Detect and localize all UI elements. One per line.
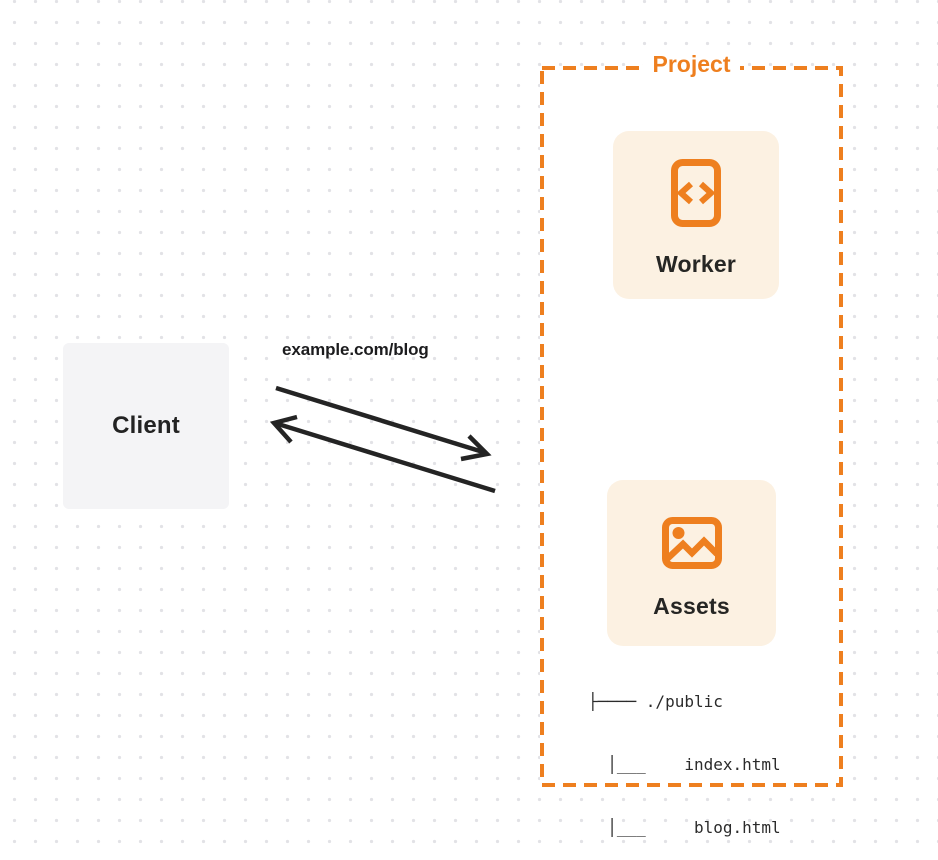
project-boundary: Project Worker Assets ├──── ./public │__… [540, 51, 843, 837]
image-icon [661, 517, 722, 569]
client-label: Client [112, 412, 180, 439]
response-arrow [269, 414, 496, 494]
worker-card: Worker [613, 131, 779, 299]
request-arrow [275, 385, 492, 462]
assets-card: Assets [607, 480, 776, 646]
file-tree-index: │___ index.html [588, 755, 781, 774]
worker-label: Worker [655, 251, 737, 277]
request-url-label: example.com/blog [282, 340, 429, 359]
project-title: Project [642, 51, 741, 78]
assets-label: Assets [653, 593, 730, 619]
file-tree-root: ├──── ./public [588, 692, 723, 711]
assets-file-tree: ├──── ./public │___ index.html │___ blog… [588, 649, 781, 860]
code-file-icon [671, 159, 721, 227]
file-tree-blog: │___ blog.html [588, 818, 781, 837]
client-node: Client [63, 343, 229, 509]
